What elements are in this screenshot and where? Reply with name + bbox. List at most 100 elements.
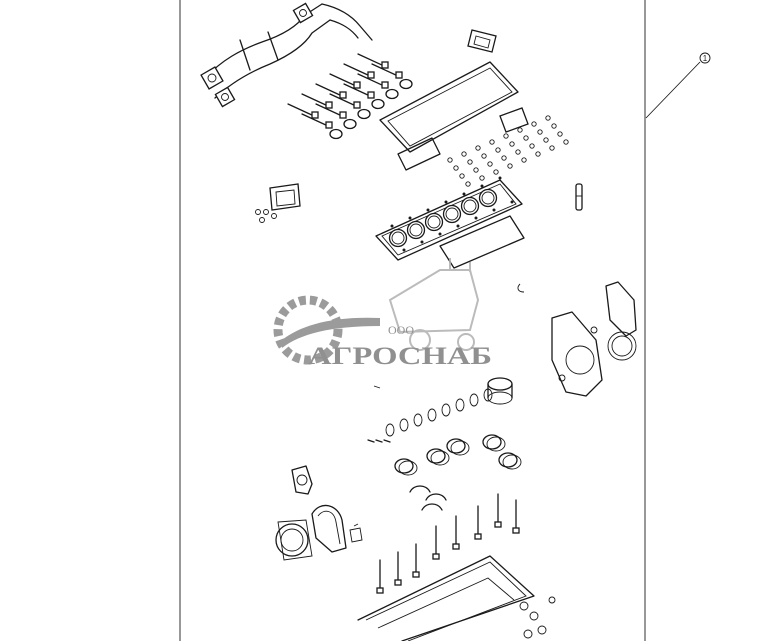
- thrust-half: [425, 493, 447, 501]
- bearing-shell: [482, 434, 506, 452]
- bore-ring: [481, 191, 495, 205]
- bolt-seal: [357, 108, 371, 120]
- washer: [483, 388, 493, 402]
- callout-label: 1: [703, 54, 708, 63]
- bolt: [301, 113, 333, 129]
- seal: [453, 165, 459, 171]
- seal: [515, 149, 521, 155]
- bolt-seal: [343, 118, 357, 130]
- bolt: [343, 63, 375, 79]
- thrust-washers: [367, 388, 493, 443]
- seal: [503, 133, 509, 139]
- small-seals-left: [255, 209, 277, 223]
- seal: [465, 181, 471, 187]
- bearing-shell: [446, 438, 470, 456]
- rocker-gasket: [397, 137, 441, 171]
- vertical-bolt: [394, 551, 402, 586]
- bolt-hole: [402, 248, 406, 252]
- flywheel-housing-gasket: [311, 504, 347, 553]
- bore-ring: [445, 207, 459, 221]
- bolt-hole: [462, 192, 466, 196]
- vertical-bolt: [474, 505, 482, 540]
- bore-ring: [463, 199, 477, 213]
- front-cover-seal: [605, 281, 637, 361]
- seal: [495, 147, 501, 153]
- bolt: [357, 53, 389, 69]
- callout-1[interactable]: 1: [645, 52, 711, 119]
- watermark: ООО АГРОСНАБ: [273, 258, 492, 370]
- thrust-half: [409, 485, 431, 493]
- bolt-hole: [420, 240, 424, 244]
- main-bearing-bolts: [376, 493, 520, 594]
- seal: [543, 137, 549, 143]
- bolt: [329, 73, 361, 89]
- bearing-shells: [394, 434, 522, 511]
- rear-seal-ring: [275, 519, 313, 561]
- bore-ring: [409, 223, 423, 237]
- thermostat-gasket: [499, 107, 529, 133]
- seal: [461, 151, 467, 157]
- vertical-bolt: [512, 499, 520, 534]
- cylinder-head-gasket: [375, 176, 523, 261]
- gear-logo-icon: [273, 295, 380, 365]
- bolt-hole: [480, 184, 484, 188]
- bearing-shell: [394, 458, 418, 476]
- valve-stem-seals: [447, 115, 569, 187]
- group-frame: [179, 0, 646, 641]
- drain-plug-seals: [519, 596, 556, 639]
- seal: [551, 123, 557, 129]
- washer: [427, 408, 437, 422]
- seal: [537, 129, 543, 135]
- seal: [517, 127, 523, 133]
- bolt: [315, 103, 347, 119]
- vertical-bolt: [432, 525, 440, 560]
- combine-harvester-icon: [388, 258, 480, 351]
- rear-housing-gasket: [291, 465, 313, 495]
- seal: [481, 153, 487, 159]
- seal: [447, 157, 453, 163]
- seal: [563, 139, 569, 145]
- oil-pan-gasket: [357, 555, 535, 641]
- seal: [489, 139, 495, 145]
- washer: [469, 393, 479, 407]
- watermark-prefix: ООО: [388, 323, 414, 337]
- bearing-shell: [426, 448, 450, 466]
- seal: [557, 131, 563, 137]
- bearing-shell: [498, 452, 522, 470]
- bolt: [329, 93, 361, 109]
- small-gasket-rear: [349, 523, 363, 543]
- bolt-hole: [444, 200, 448, 204]
- bolt: [315, 83, 347, 99]
- vertical-bolt: [452, 515, 460, 550]
- seal: [529, 143, 535, 149]
- seal: [473, 167, 479, 173]
- watermark-name: АГРОСНАБ: [308, 343, 492, 370]
- bolt-seal: [371, 98, 385, 110]
- washer: [441, 403, 451, 417]
- bolt-seal: [385, 88, 399, 100]
- vertical-bolt: [494, 493, 502, 528]
- bore-ring: [427, 215, 441, 229]
- washer: [385, 423, 395, 437]
- bolt: [343, 83, 375, 99]
- bolt-hole: [498, 176, 502, 180]
- seal: [535, 151, 541, 157]
- seal: [479, 175, 485, 181]
- crank-seal-sleeve: [487, 377, 513, 405]
- clip: [383, 439, 391, 443]
- lower-gasket-plate: [439, 215, 525, 269]
- bolt: [357, 73, 389, 89]
- bolt-hole: [474, 216, 478, 220]
- thrust-half: [421, 503, 443, 511]
- bolt-hole: [426, 208, 430, 212]
- seal: [459, 173, 465, 179]
- seal: [521, 157, 527, 163]
- seal: [545, 115, 551, 121]
- bolt-hole: [510, 200, 514, 204]
- vertical-bolt: [376, 559, 384, 594]
- valve-cover-gasket: [379, 61, 519, 153]
- bore-ring: [391, 231, 405, 245]
- injector-bolts: [287, 53, 413, 140]
- clip: [375, 439, 383, 443]
